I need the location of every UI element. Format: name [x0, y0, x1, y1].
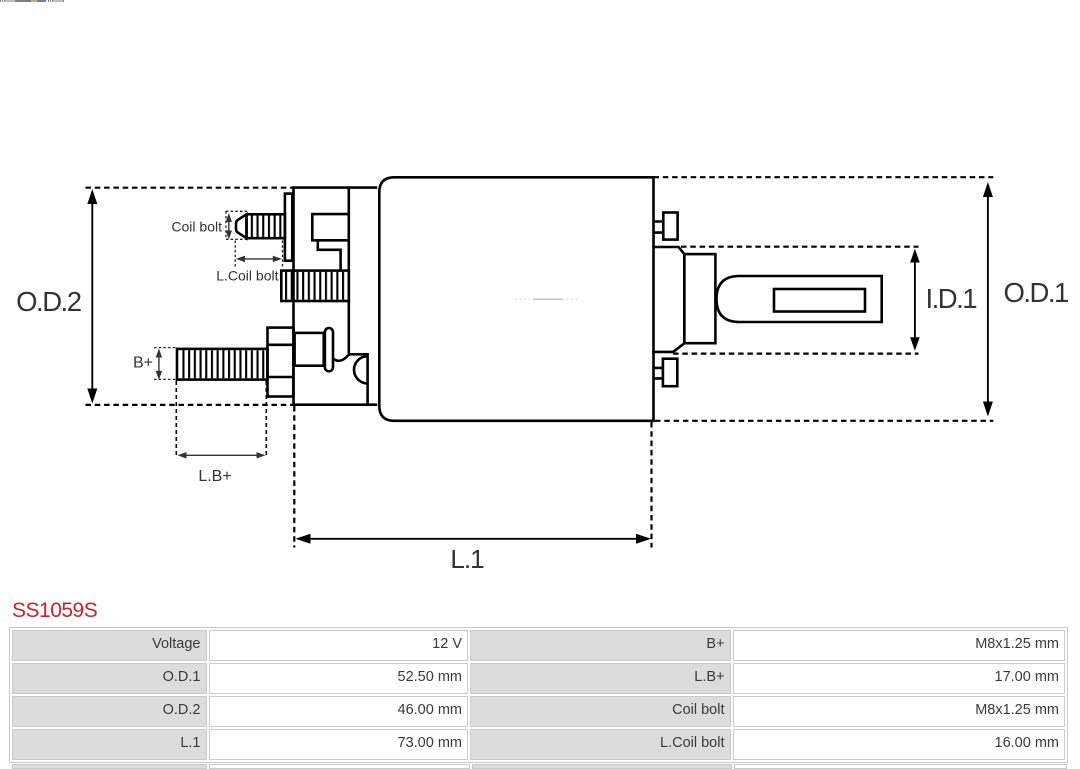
- svg-text:L.B+: L.B+: [198, 468, 231, 485]
- svg-text:I.D.1: I.D.1: [926, 283, 977, 314]
- svg-text:O.D.1: O.D.1: [1004, 277, 1069, 308]
- svg-text:Coil bolt: Coil bolt: [171, 219, 222, 235]
- svg-text:B+: B+: [133, 355, 153, 372]
- svg-text:O.D.2: O.D.2: [16, 286, 81, 317]
- svg-text:L.Coil bolt: L.Coil bolt: [216, 268, 278, 284]
- svg-text:L.1: L.1: [450, 544, 484, 574]
